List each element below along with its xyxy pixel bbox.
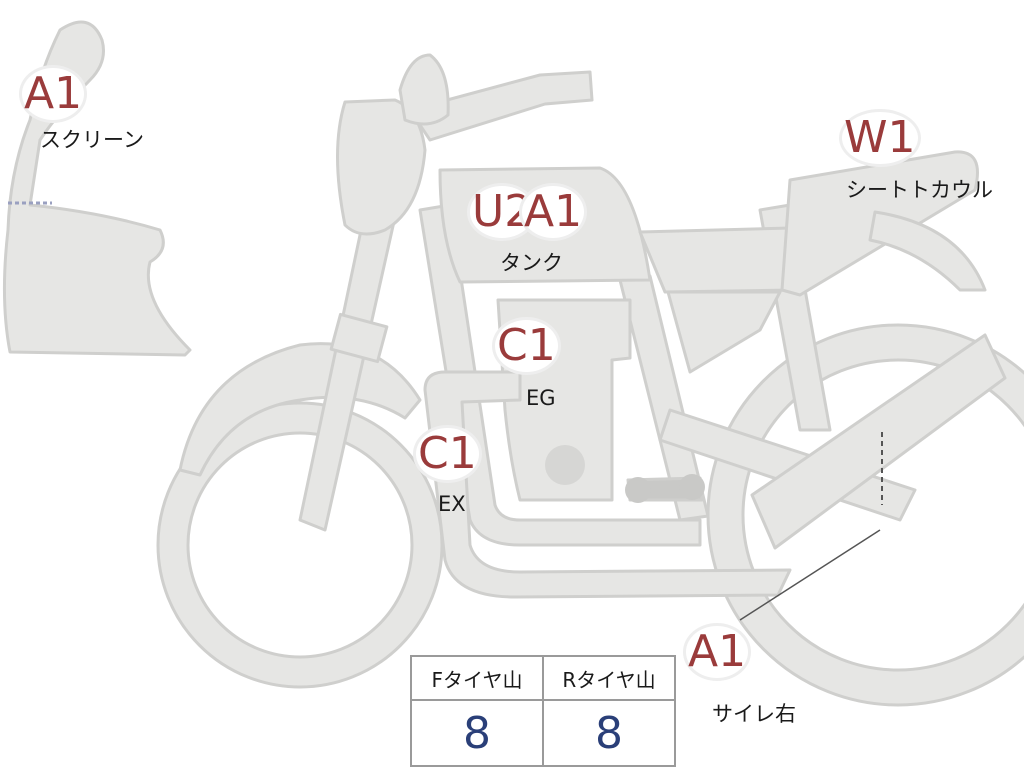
part-label-seat-cowl: シートトカウル — [846, 178, 993, 202]
part-label-exhaust: EX — [438, 492, 466, 516]
part-label-tank: タンク — [500, 251, 563, 275]
damage-code-silencer: A1 — [686, 626, 749, 678]
rear-wheel — [709, 326, 1024, 704]
part-label-engine: EG — [526, 386, 556, 410]
handlebar — [408, 70, 594, 142]
part-label-screen: スクリーン — [40, 128, 144, 152]
front-tire-tread-header: Fタイヤ山 — [410, 655, 544, 701]
front-tire-tread-value: 8 — [410, 699, 544, 767]
tire-tread-table: Fタイヤ山 Rタイヤ山 8 8 — [410, 655, 676, 767]
damage-code-seat-cowl: W1 — [842, 112, 918, 164]
damage-code-tank-2: A1 — [522, 186, 585, 238]
muffler — [750, 333, 1007, 550]
seat — [638, 226, 794, 294]
rear-tire-tread-header: Rタイヤ山 — [542, 655, 676, 701]
headlight — [336, 98, 427, 236]
exhaust-pipe — [423, 370, 792, 599]
damage-code-exhaust: C1 — [416, 428, 479, 480]
part-label-silencer: サイレ右 — [712, 702, 796, 726]
front-wheel — [157, 402, 443, 688]
damage-code-engine: C1 — [495, 320, 558, 372]
damage-code-screen: A1 — [22, 68, 85, 120]
rear-tire-tread-value: 8 — [542, 699, 676, 767]
